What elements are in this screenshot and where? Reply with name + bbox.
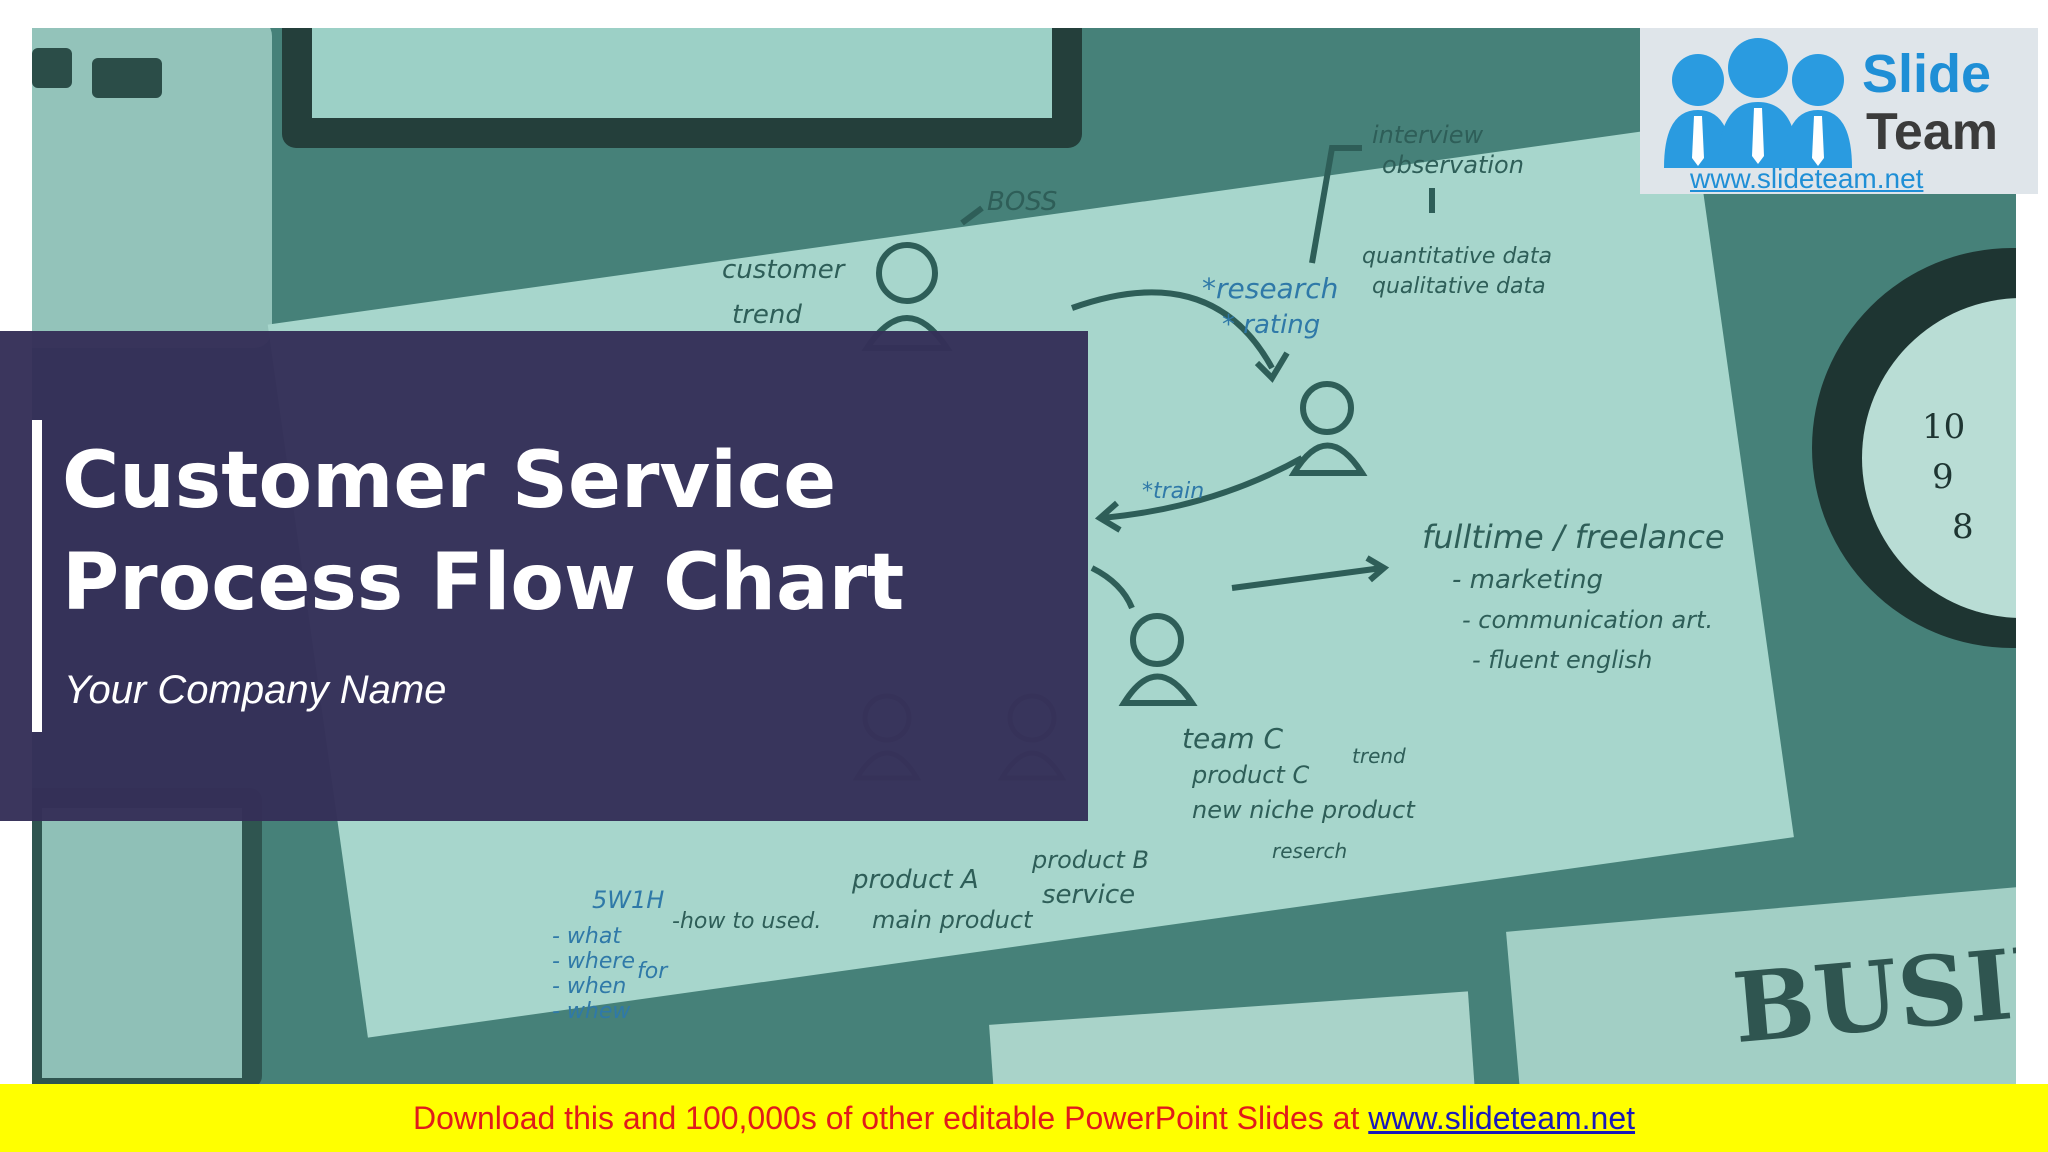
logo-word-slide: Slide bbox=[1862, 44, 1992, 104]
svg-text:10: 10 bbox=[1922, 407, 1965, 447]
download-banner: Download this and 100,000s of other edit… bbox=[0, 1084, 2048, 1152]
svg-text:*train: *train bbox=[1142, 479, 1204, 504]
svg-text:service: service bbox=[1042, 880, 1135, 910]
svg-text:* rating: * rating bbox=[1222, 310, 1320, 340]
svg-text:quantitative data: quantitative data bbox=[1362, 244, 1552, 269]
flow-arrows bbox=[960, 145, 1435, 610]
svg-text:team C: team C bbox=[1182, 722, 1284, 755]
svg-text:- marketing: - marketing bbox=[1452, 565, 1603, 595]
svg-text:-how to used.: -how to used. bbox=[672, 909, 821, 934]
svg-text:8: 8 bbox=[1952, 507, 1974, 547]
svg-text:interview: interview bbox=[1372, 121, 1484, 149]
slide-title: Customer Service Process Flow Chart bbox=[62, 436, 905, 628]
svg-text:customer: customer bbox=[722, 255, 847, 285]
team-people-icon bbox=[1664, 38, 1852, 168]
svg-text:- what: - what bbox=[552, 924, 622, 949]
slideteam-logo[interactable]: Slide Team www.slideteam.net bbox=[1640, 28, 2038, 194]
title-accent-bar bbox=[32, 420, 42, 732]
banner-link[interactable]: www.slideteam.net bbox=[1368, 1100, 1636, 1136]
svg-text:9: 9 bbox=[1932, 457, 1954, 497]
svg-text:product B: product B bbox=[1031, 846, 1149, 874]
title-panel bbox=[0, 331, 1088, 821]
svg-text:new niche product: new niche product bbox=[1192, 796, 1416, 824]
svg-text:for: for bbox=[637, 959, 669, 984]
slide-subtitle: Your Company Name bbox=[64, 668, 447, 712]
svg-text:- fluent english: - fluent english bbox=[1472, 646, 1652, 674]
svg-text:product C: product C bbox=[1191, 761, 1309, 789]
svg-text:trend: trend bbox=[1352, 744, 1406, 768]
svg-text:main product: main product bbox=[872, 906, 1034, 934]
svg-text:- when: - when bbox=[552, 974, 626, 999]
svg-text:reserch: reserch bbox=[1272, 839, 1347, 863]
svg-text:trend: trend bbox=[732, 300, 802, 330]
svg-text:product A: product A bbox=[851, 865, 979, 895]
svg-text:qualitative data: qualitative data bbox=[1372, 274, 1546, 299]
person-icon-research bbox=[1288, 381, 1368, 476]
logo-url-link[interactable]: www.slideteam.net bbox=[1690, 163, 1924, 194]
svg-text:observation: observation bbox=[1382, 151, 1524, 179]
svg-text:5W1H: 5W1H bbox=[592, 886, 664, 914]
svg-text:BOSS: BOSS bbox=[987, 187, 1057, 217]
svg-text:- where: - where bbox=[552, 949, 635, 974]
logo-word-team: Team bbox=[1866, 103, 1998, 161]
banner-text: Download this and 100,000s of other edit… bbox=[412, 1100, 1369, 1136]
laptop-shape bbox=[32, 28, 272, 348]
svg-text:- communication art.: - communication art. bbox=[1462, 606, 1713, 634]
svg-text:fulltime / freelance: fulltime / freelance bbox=[1422, 518, 1725, 556]
newspaper bbox=[1506, 883, 2016, 1084]
svg-text:*research: *research bbox=[1202, 272, 1338, 305]
svg-text:- whew: - whew bbox=[552, 999, 631, 1024]
person-icon-team bbox=[1118, 613, 1198, 706]
